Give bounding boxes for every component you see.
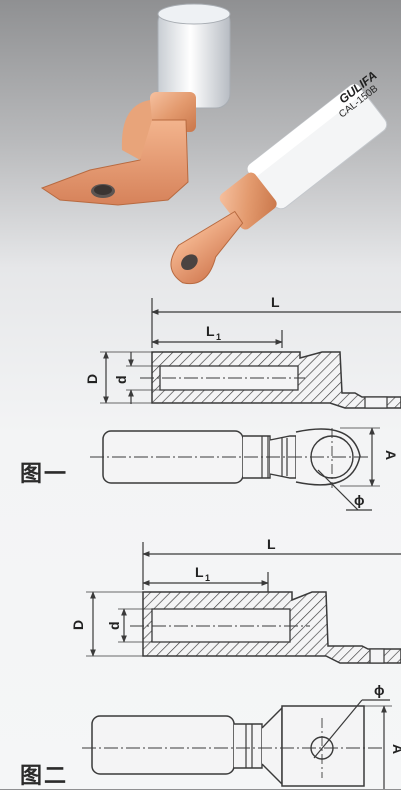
figure-1-label: 图一 <box>20 462 69 487</box>
fig1-A-label: A <box>383 450 399 460</box>
fig1-L1-sub: 1 <box>216 332 221 342</box>
figure-2 <box>82 542 401 789</box>
fig1-d-label: d <box>113 375 129 384</box>
lug-1 <box>40 3 231 206</box>
fig2-L1-sub: 1 <box>205 573 210 583</box>
lug-2 <box>170 84 388 285</box>
fig2-A-label: A <box>390 744 401 754</box>
fig2-L-label: L <box>267 536 276 552</box>
fig1-L1-label: L <box>206 323 215 339</box>
figure-1 <box>90 298 401 511</box>
fig2-phi-label: ϕ <box>374 682 385 698</box>
fig1-L-label: L <box>271 294 280 310</box>
product-photo: GULIFA CAL-150B <box>40 3 388 285</box>
fig2-d-label: d <box>106 621 122 630</box>
fig2-D-label: D <box>70 620 86 630</box>
fig1-phi-label: ϕ <box>354 492 365 508</box>
fig2-L1-label: L <box>195 564 204 580</box>
fig1-D-label: D <box>84 374 100 384</box>
figure-2-label: 图二 <box>20 764 69 789</box>
